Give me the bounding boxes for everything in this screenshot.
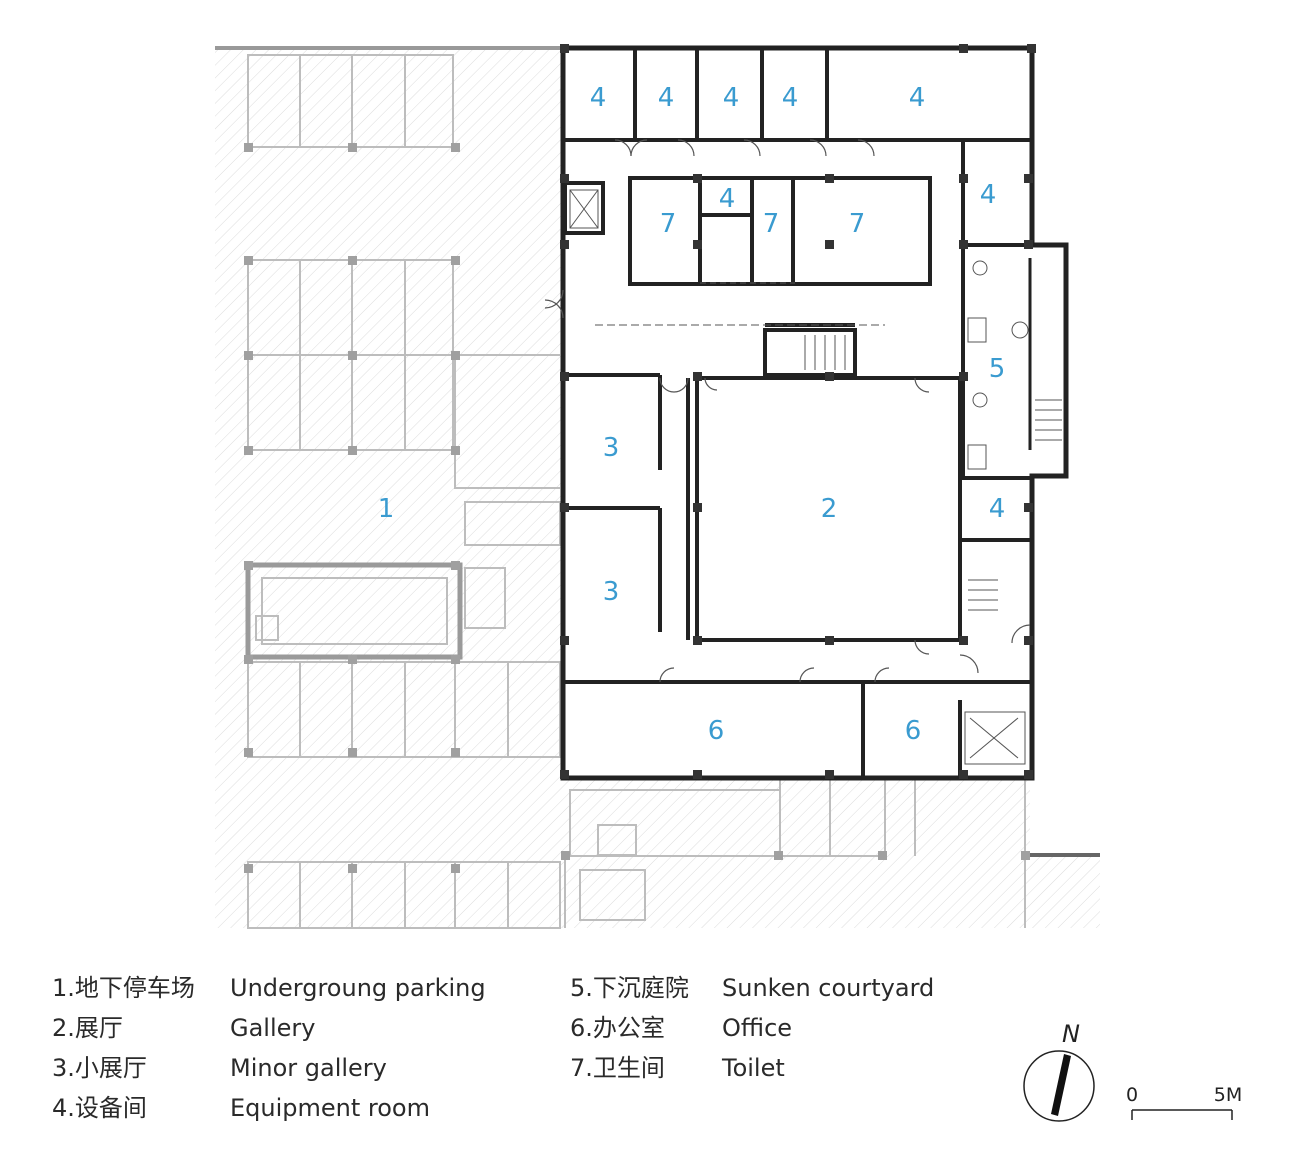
legend-item: 3.小展厅 Minor gallery (52, 1048, 486, 1088)
building-columns (560, 44, 1036, 779)
room-label-4e: 4 (909, 83, 926, 113)
room-label-7a: 7 (660, 209, 677, 239)
door-swings (544, 139, 1031, 683)
legend-item: 2.展厅 Gallery (52, 1008, 486, 1048)
legend-item: 5.下沉庭院 Sunken courtyard (570, 968, 934, 1008)
north-arrow-icon: N (1023, 1020, 1095, 1122)
room-label-4b: 4 (658, 83, 675, 113)
legend-code: 6.办公室 (570, 1014, 665, 1042)
scale-start-label: 0 (1126, 1084, 1138, 1106)
legend-item: 4.设备间 Equipment room (52, 1088, 486, 1128)
legend-item: 1.地下停车场 Undergroung parking (52, 968, 486, 1008)
room-label-7b: 7 (763, 209, 780, 239)
legend-english: Minor gallery (230, 1054, 387, 1082)
room-labels: 1 2 3 3 4 4 4 4 4 4 4 4 5 6 6 7 7 7 (378, 83, 1006, 746)
room-label-5: 5 (989, 354, 1006, 384)
legend-english: Gallery (230, 1014, 316, 1042)
legend-item: 6.办公室 Office (570, 1008, 934, 1048)
legend-code: 3.小展厅 (52, 1054, 147, 1082)
legend-code: 2.展厅 (52, 1014, 123, 1042)
parking-columns (244, 143, 1030, 873)
legend-english: Sunken courtyard (722, 974, 935, 1002)
fixtures (569, 189, 1062, 765)
room-label-4a: 4 (590, 83, 607, 113)
hatched-ground (215, 48, 1100, 928)
room-label-4d: 4 (782, 83, 799, 113)
scale-end-label: 5M (1214, 1084, 1242, 1106)
room-label-7c: 7 (849, 209, 866, 239)
legend-code: 4.设备间 (52, 1094, 147, 1122)
legend-code: 5.下沉庭院 (570, 974, 689, 1002)
room-label-4h: 4 (989, 494, 1006, 524)
legend-english: Undergroung parking (230, 974, 486, 1002)
room-label-2: 2 (821, 494, 838, 524)
room-label-1: 1 (378, 494, 395, 524)
legend-left: 1.地下停车场 Undergroung parking 2.展厅 Gallery 3… (52, 968, 486, 1128)
room-label-6a: 6 (708, 716, 725, 746)
legend-english: Toilet (722, 1054, 785, 1082)
legend-english: Office (722, 1014, 793, 1042)
scale-bar: 0 5M (1126, 1084, 1242, 1120)
legend-code: 7.卫生间 (570, 1054, 665, 1082)
legend-item: 7.卫生间 Toilet (570, 1048, 934, 1088)
room-label-3a: 3 (603, 433, 620, 463)
legend-right: 5.下沉庭院 Sunken courtyard 6.办公室 Office 7.卫生间… (570, 968, 934, 1088)
room-label-4f: 4 (719, 184, 736, 214)
room-label-4g: 4 (980, 180, 997, 210)
legend-code: 1.地下停车场 (52, 974, 195, 1002)
room-label-4c: 4 (723, 83, 740, 113)
north-label: N (1062, 1020, 1080, 1048)
room-label-3b: 3 (603, 577, 620, 607)
room-label-6b: 6 (905, 716, 922, 746)
legend-english: Equipment room (230, 1094, 430, 1122)
